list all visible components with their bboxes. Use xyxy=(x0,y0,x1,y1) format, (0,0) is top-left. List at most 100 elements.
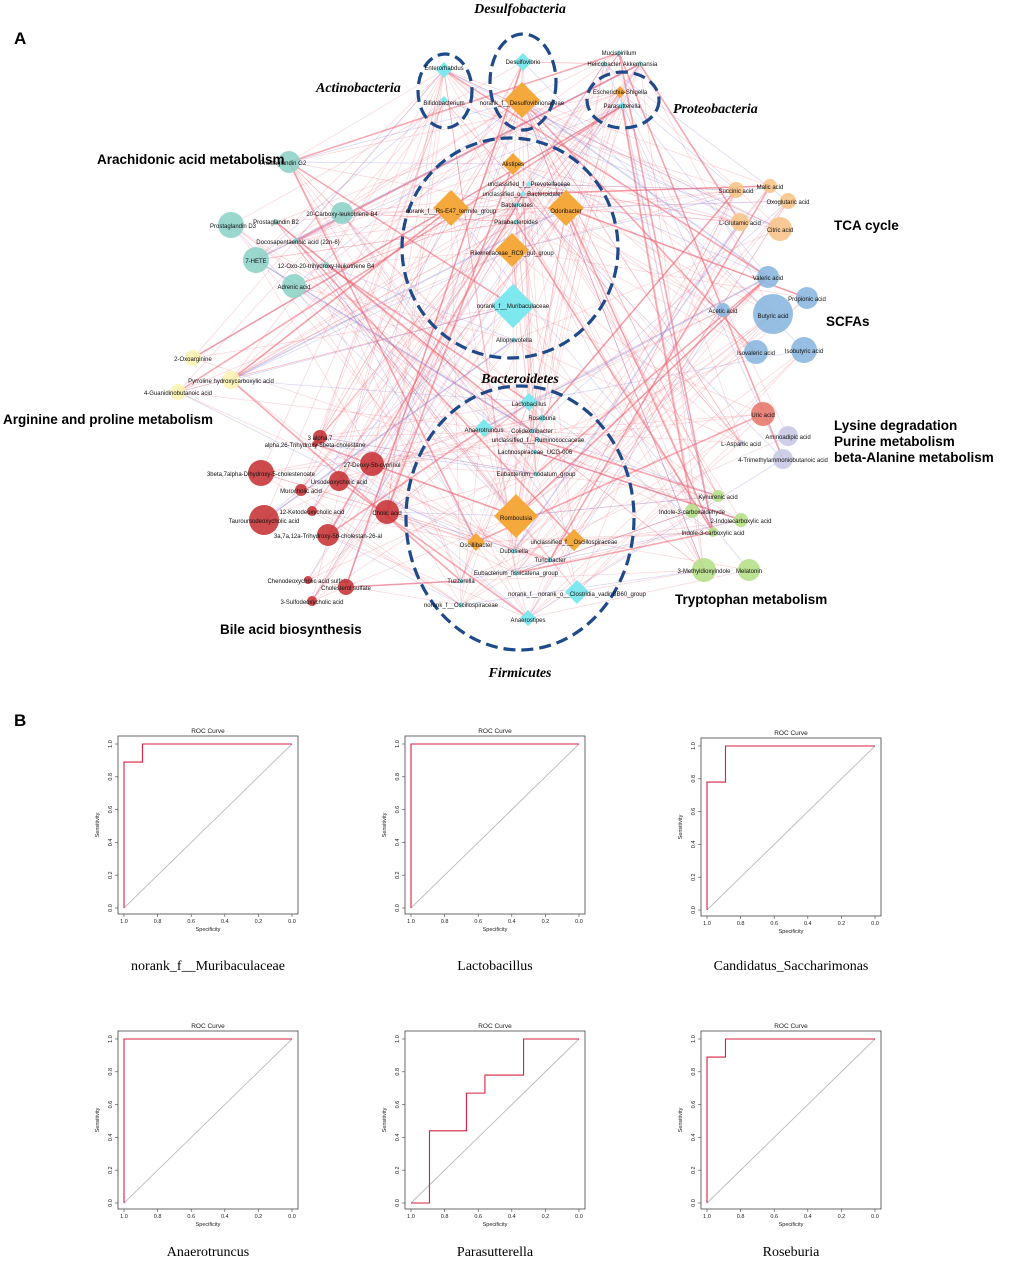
correlation-edge xyxy=(450,207,705,571)
node-diamond xyxy=(520,191,526,197)
node-circle xyxy=(744,340,768,364)
correlation-edge xyxy=(443,69,769,278)
node-label: Isobutyric acid xyxy=(785,349,823,355)
correlation-edge xyxy=(386,511,517,517)
y-tick-label: 0.8 xyxy=(395,1068,401,1076)
node-circle xyxy=(243,247,269,273)
node-diamond xyxy=(433,190,469,226)
correlation-edge xyxy=(541,417,578,593)
node-circle xyxy=(728,182,744,198)
roc-reference-line xyxy=(706,1038,876,1204)
node-diamond xyxy=(614,86,626,98)
node-circle xyxy=(307,506,317,516)
node-label: Desulfovibrio xyxy=(506,60,541,66)
node-circle xyxy=(338,579,354,595)
correlation-edge xyxy=(230,305,514,381)
correlation-edge xyxy=(483,309,724,429)
node-label: Alistipes xyxy=(502,162,524,168)
correlation-edge xyxy=(515,207,567,517)
bacteria-node-parasutterella: Parasutterella xyxy=(603,102,641,110)
x-tick-label: 0.4 xyxy=(804,1214,812,1220)
y-tick-label: 0.6 xyxy=(395,806,401,814)
y-tick-label: 0.8 xyxy=(108,1068,114,1076)
y-axis-label: Sensitivity xyxy=(95,812,101,837)
correlation-edge xyxy=(443,69,757,353)
correlation-edge xyxy=(528,401,714,533)
node-diamond xyxy=(513,570,519,576)
correlation-edge xyxy=(341,212,537,475)
correlation-edge xyxy=(319,436,529,619)
node-label: Oxoglutaric acid xyxy=(766,200,809,206)
bacteria-node-muribaculaceae: norank_f__Muribaculaceae xyxy=(477,284,550,328)
correlation-edge xyxy=(341,212,575,541)
correlation-edge xyxy=(443,69,781,230)
phylum-ellipses xyxy=(400,32,661,652)
correlation-edge xyxy=(288,99,523,163)
correlation-edge xyxy=(325,264,530,403)
roc-caption: norank_f__Muribaculaceae xyxy=(131,959,285,974)
node-diamond xyxy=(616,50,622,56)
correlation-edge xyxy=(293,285,529,619)
metabolite-node-oxoarginine: 2-Oxoarginine xyxy=(174,350,213,366)
node-circle xyxy=(685,504,699,518)
node-label: 20-Carboxy-leukotriene B4 xyxy=(306,212,378,218)
correlation-edge xyxy=(639,63,774,315)
node-label: Lactobacillus xyxy=(512,402,547,408)
correlation-edge xyxy=(300,63,641,491)
node-label: 4-Guanidinobutanoic acid xyxy=(144,391,212,397)
correlation-edge xyxy=(275,221,551,561)
y-tick-label: 0.2 xyxy=(108,871,114,879)
correlation-edge xyxy=(460,519,742,582)
bacteria-node-rse47: norank_f__Rs-E47_termite_group xyxy=(406,190,497,226)
correlation-edge xyxy=(535,313,774,475)
correlation-edge xyxy=(325,264,477,543)
correlation-edge xyxy=(319,401,530,438)
metabolite-node-trimethyl: 4-Trimethylammoniobutanoic acid xyxy=(738,449,828,469)
correlation-edge xyxy=(521,99,719,497)
metabolite-node-hete: 7-HETE xyxy=(243,247,269,273)
node-label: 12-Oxo-20-trihydroxy-leukotriene B4 xyxy=(278,264,375,270)
correlation-edge xyxy=(549,189,737,561)
roc-reference-line xyxy=(410,1038,580,1204)
metabolite-node-alpha7: 3 alpha,7 xyxy=(308,430,333,444)
node-diamond xyxy=(547,557,553,563)
correlation-edge xyxy=(573,539,750,571)
correlation-edge xyxy=(319,99,523,438)
roc-reference-line xyxy=(410,743,580,909)
y-axis-label: Sensitivity xyxy=(678,1107,684,1132)
correlation-edge xyxy=(521,99,769,278)
correlation-edge xyxy=(565,200,789,209)
correlation-edge xyxy=(338,69,445,482)
correlation-edge xyxy=(327,193,524,536)
metabolite-node-aspartic: L-Aspartic acid xyxy=(721,440,761,448)
roc-reference-line xyxy=(123,743,293,909)
node-label: Kynurenic acid xyxy=(698,495,737,501)
bacteria-node-bacteroides: Bacteroides xyxy=(501,202,533,209)
y-axis-label: Sensitivity xyxy=(95,1107,101,1132)
correlation-edge xyxy=(255,99,523,261)
node-label: Helicobacter xyxy=(587,62,620,68)
node-circle xyxy=(712,490,724,502)
metabolite-node-cholsulf: Cholesterol sulfate xyxy=(321,579,372,595)
pathway-label-scfa: SCFAs xyxy=(826,314,870,329)
node-diamond xyxy=(475,419,493,437)
metabolite-node-carbaldehyde: Indole-3-carboxaldehyde xyxy=(659,504,726,518)
correlation-edge xyxy=(621,105,714,533)
bacteria-node-eubnodatum: Eubacterium_nodatum_group xyxy=(496,471,576,478)
roc-caption: Candidatus_Saccharimonas xyxy=(714,959,869,974)
metabolite-node-aminoadipic: Aminoadipic acid xyxy=(765,426,811,446)
correlation-edge xyxy=(371,430,533,465)
correlation-edge xyxy=(513,105,623,552)
node-circle xyxy=(768,217,792,241)
correlation-edge xyxy=(516,204,724,311)
metabolite-node-pgd3: Prostaglandin D3 xyxy=(210,212,257,238)
correlation-edge xyxy=(515,221,714,533)
correlation-edge xyxy=(293,99,523,287)
x-tick-label: 0.4 xyxy=(508,1214,516,1220)
correlation-edge xyxy=(311,204,518,602)
correlation-edge xyxy=(528,276,769,403)
node-diamond xyxy=(535,437,541,443)
correlation-edge xyxy=(386,511,477,543)
correlation-edge xyxy=(443,69,515,552)
